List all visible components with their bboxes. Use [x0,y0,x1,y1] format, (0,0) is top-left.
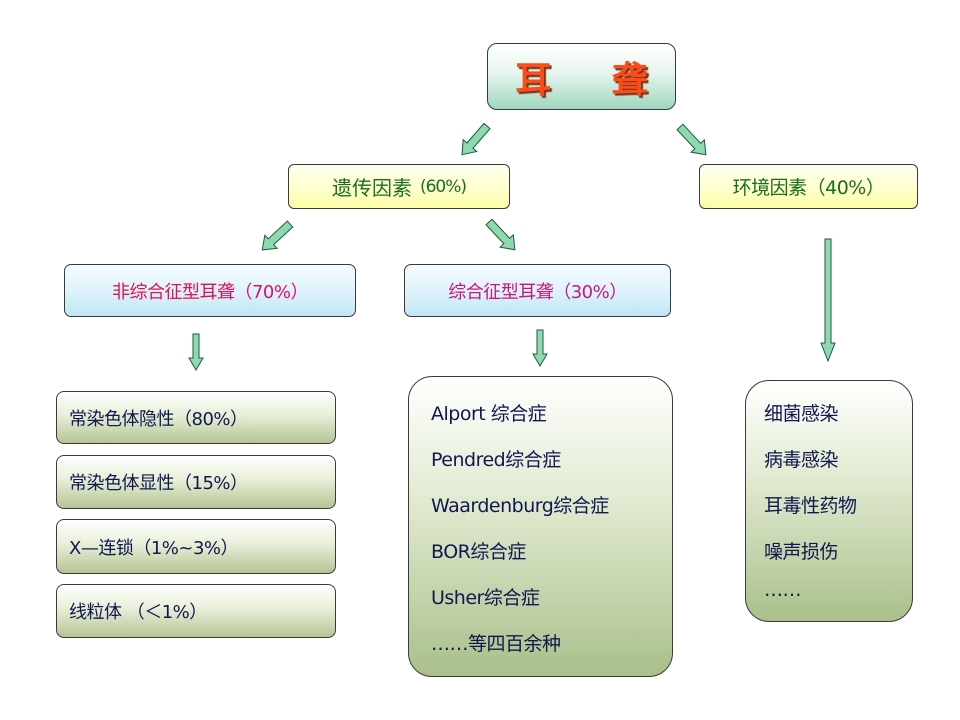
autosomal-recessive-box: 常染色体隐性（80%） [56,391,336,444]
nonsyndromic-hearing-loss-label: 非综合征型耳聋（70%） [111,281,309,303]
syndrome-item-alport: Alport 综合症 [431,403,547,425]
x-linked-label: X—连锁（1%~3%） [69,537,239,559]
syndromic-hearing-loss-box: 综合征型耳聋（30%） [404,264,671,317]
x-linked-box: X—连锁（1%~3%） [56,519,336,574]
nonsyndromic-hearing-loss-box: 非综合征型耳聋（70%） [64,264,356,317]
arrow-genetic-to-syndromic [485,218,516,251]
arrow-environmental-down [820,238,836,363]
arrow-nonsyndromic-down [188,333,204,371]
syndrome-item-usher: Usher综合症 [431,587,540,609]
syndrome-item-bor: BOR综合症 [431,541,526,563]
syndrome-item-more: ……等四百余种 [431,633,561,655]
environmental-cause-more: …… [764,579,802,601]
environmental-factors-box: 环境因素（40%） [699,164,918,209]
syndrome-item-pendred: Pendred综合症 [431,449,561,471]
syndrome-item-waardenburg: Waardenburg综合症 [431,495,609,517]
arrow-syndromic-down [532,329,548,367]
genetic-factors-pct: (60%) [419,176,467,197]
environmental-causes-list-box: 细菌感染 病毒感染 耳毒性药物 噪声损伤 …… [745,380,913,622]
environmental-cause-ototoxic-drugs: 耳毒性药物 [764,495,857,517]
environmental-factors-label: 环境因素（40%） [732,177,885,199]
syndromic-hearing-loss-label: 综合征型耳聋（30%） [448,281,627,303]
mitochondrial-box: 线粒体 （＜1%） [56,584,336,638]
syndromes-list-box: Alport 综合症 Pendred综合症 Waardenburg综合症 BOR… [408,376,673,677]
arrow-genetic-to-nonsyndromic [261,220,294,251]
genetic-factors-label: 遗传因素 [331,176,412,200]
autosomal-recessive-label: 常染色体隐性（80%） [69,408,248,430]
genetic-factors-box: 遗传因素 (60%) [288,164,510,209]
environmental-cause-bacterial: 细菌感染 [764,403,839,425]
autosomal-dominant-label: 常染色体显性（15%） [69,473,248,494]
environmental-cause-noise: 噪声损伤 [764,541,839,563]
title-text: 耳 聋 [515,58,672,101]
mitochondrial-label: 线粒体 （＜1%） [69,602,207,623]
title-box: 耳 聋 [487,43,676,110]
autosomal-dominant-box: 常染色体显性（15%） [56,455,336,509]
arrow-title-to-genetic [461,122,491,156]
arrow-title-to-environmental [676,123,707,156]
environmental-cause-viral: 病毒感染 [764,449,839,471]
